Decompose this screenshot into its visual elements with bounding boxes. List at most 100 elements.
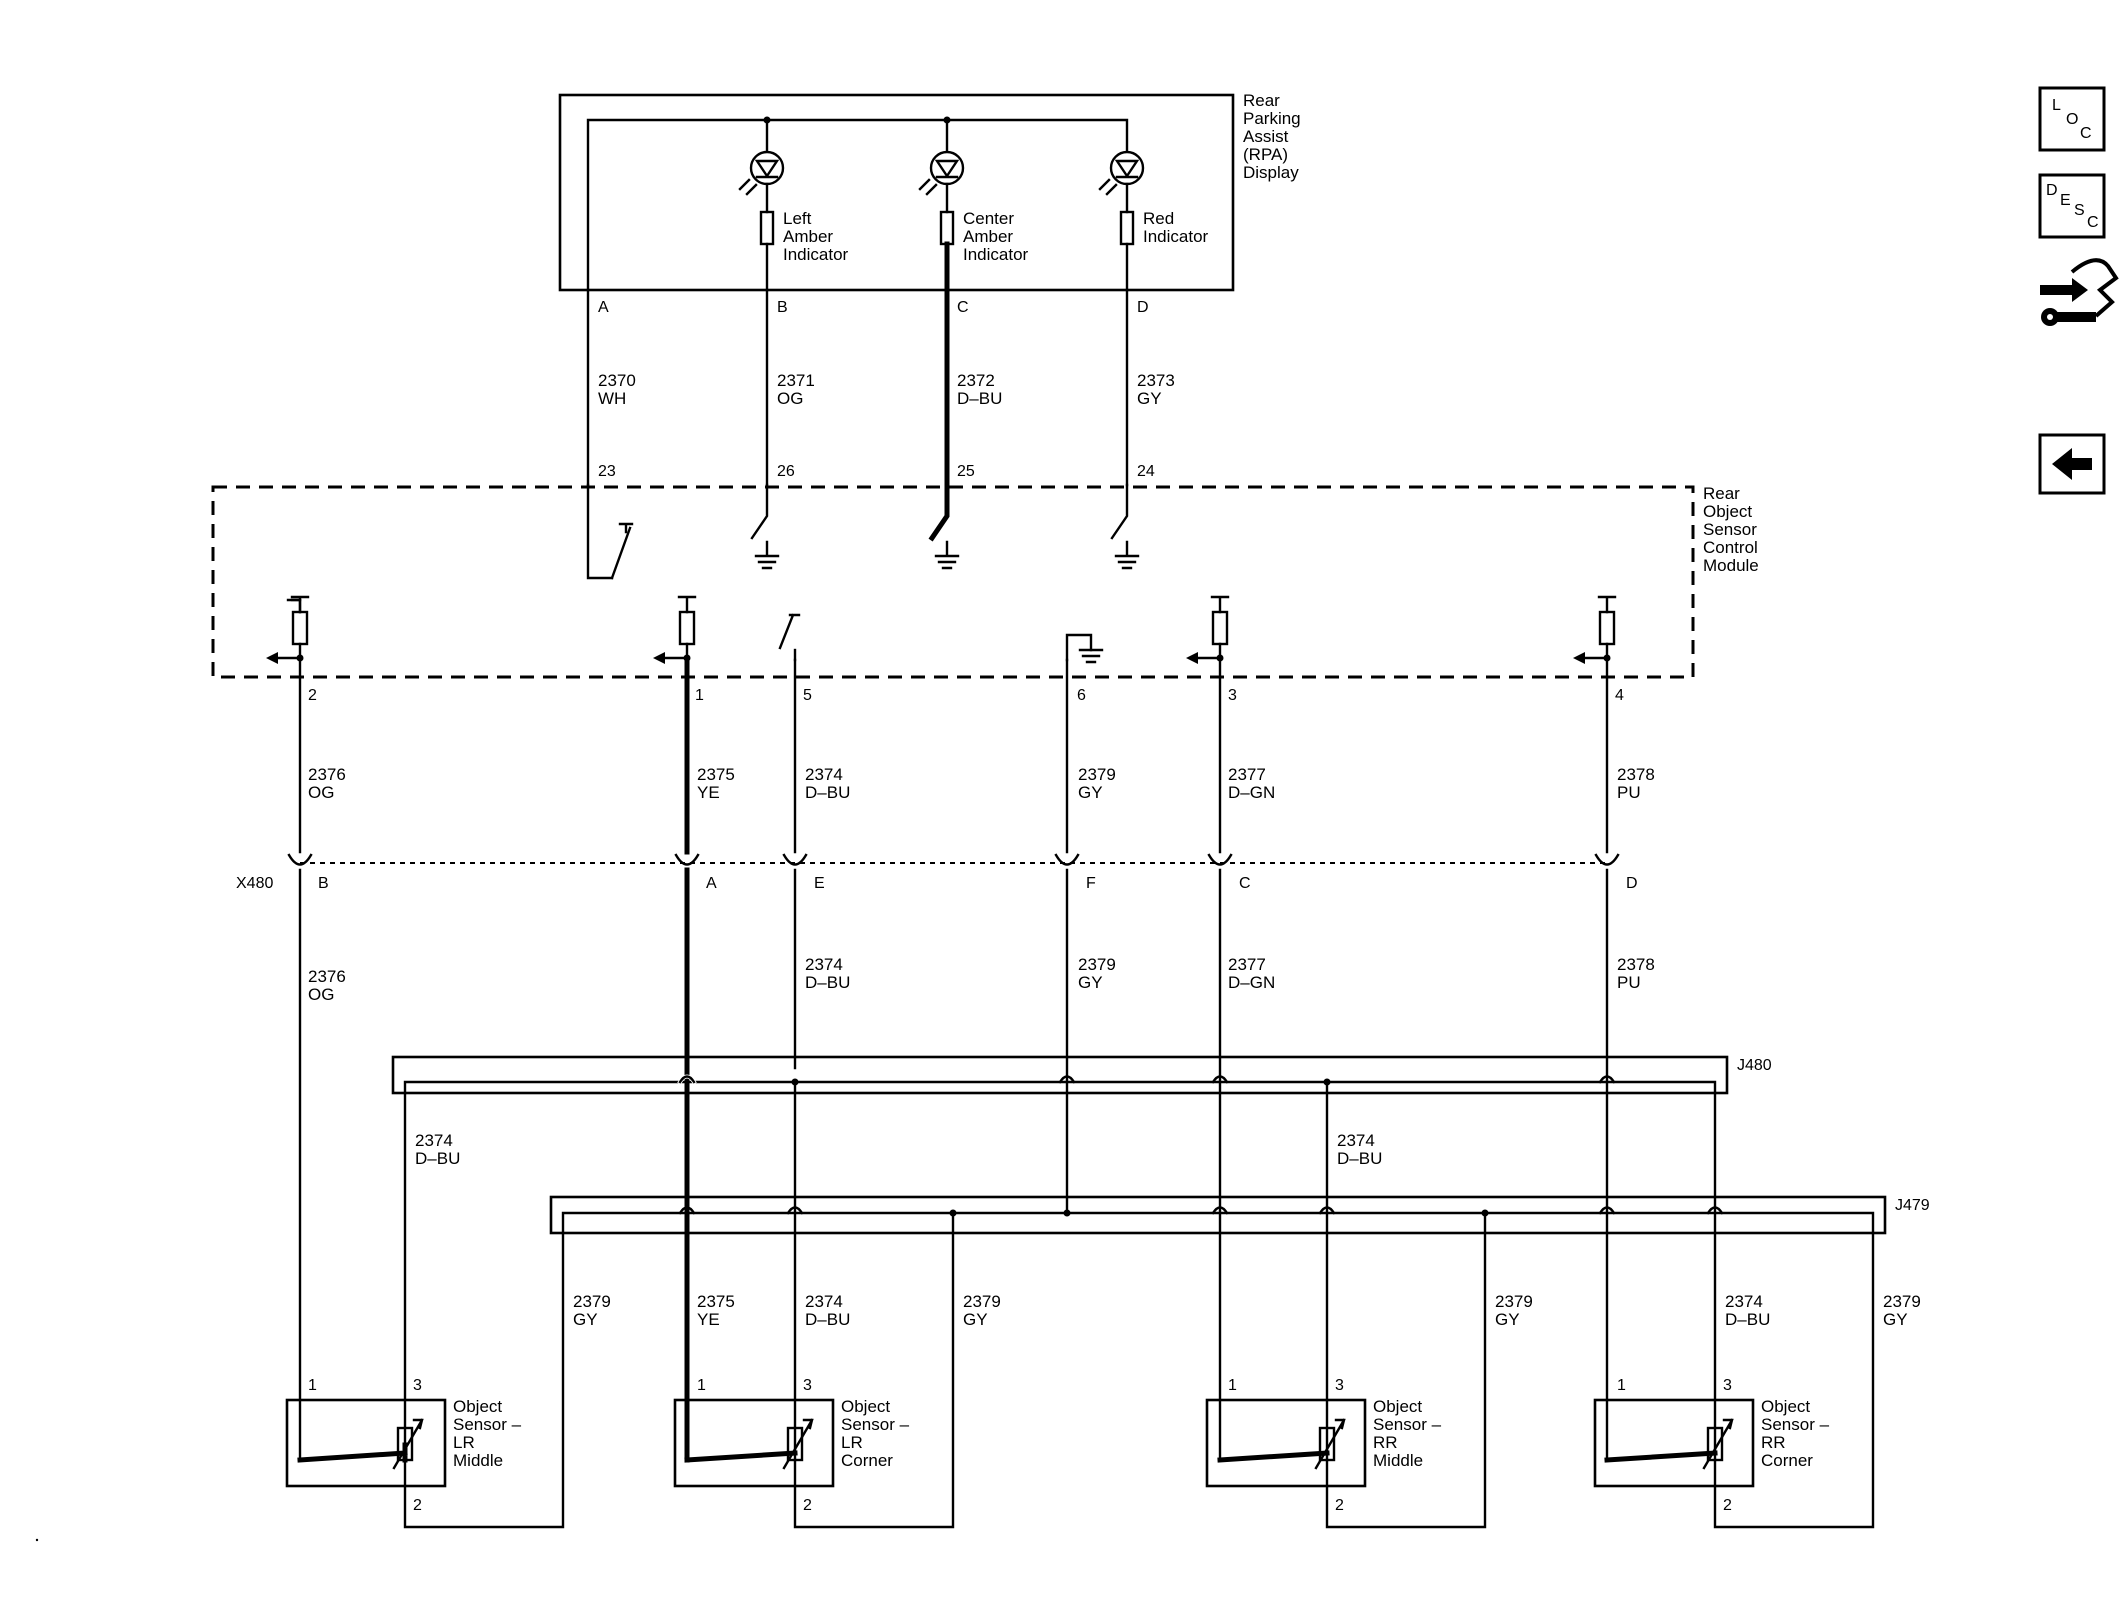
module-pin-3: 3 — [1228, 687, 1237, 704]
display-pin-c: C — [957, 299, 969, 316]
x480-pin-a: A — [706, 875, 717, 892]
splice-j480-label: J480 — [1737, 1057, 1772, 1074]
pullup-pin-2 — [266, 595, 310, 664]
location-view-icon: L — [2052, 97, 2061, 114]
svg-text:1: 1 — [1617, 1377, 1626, 1394]
module-pin-6: 6 — [1077, 687, 1086, 704]
control-module-boundary — [211, 485, 1695, 679]
description-view-button[interactable]: D E S C — [2038, 173, 2106, 239]
display-pin-b: B — [777, 299, 788, 316]
svg-text:1: 1 — [1228, 1377, 1237, 1394]
splice-j480: J480 — [391, 1055, 1772, 1095]
indicator-label-red: Red Indicator — [1143, 209, 1209, 246]
svg-text:3: 3 — [803, 1377, 812, 1394]
svg-text:2: 2 — [413, 1497, 422, 1514]
location-view-button[interactable]: L O C — [2038, 86, 2106, 152]
splice-j480-body — [391, 1055, 1729, 1095]
led-center-amber — [918, 150, 965, 293]
module-pin-1: 1 — [695, 687, 704, 704]
svg-text:C: C — [2080, 125, 2092, 142]
switch-pin-24 — [1110, 483, 1140, 570]
description-view-icon: D — [2046, 182, 2058, 199]
connector-x480: X480 B A E F C D — [236, 853, 1638, 892]
svg-text:1: 1 — [308, 1377, 317, 1394]
splice-j479-label: J479 — [1895, 1197, 1930, 1214]
switch-pin-25 — [928, 482, 960, 570]
pullup-pin-3 — [1186, 595, 1230, 664]
switch-pin-5 — [778, 613, 801, 662]
indicator-label-center: Center Amber Indicator — [963, 209, 1029, 264]
svg-text:3: 3 — [413, 1377, 422, 1394]
rpa-display-box — [558, 93, 1235, 292]
repair-connector-button[interactable] — [2040, 258, 2119, 326]
svg-text:E: E — [2060, 192, 2071, 209]
display-pin-a: A — [598, 299, 609, 316]
back-arrow-icon — [2052, 448, 2092, 480]
module-pin-2: 2 — [308, 687, 317, 704]
rpa-display: Rear Parking Assist (RPA) Display — [558, 91, 1305, 293]
module-pin-26: 26 — [777, 463, 795, 480]
connector-x480-label: X480 — [236, 875, 273, 892]
svg-text:O: O — [2066, 111, 2078, 128]
switch-pin-26 — [750, 483, 780, 570]
svg-text:3: 3 — [1335, 1377, 1344, 1394]
rpa-display-label: Rear Parking Assist (RPA) Display — [1243, 91, 1305, 182]
svg-text:2: 2 — [803, 1497, 812, 1514]
module-pin-4: 4 — [1615, 687, 1624, 704]
control-module: Rear Object Sensor Control Module — [211, 482, 1763, 679]
svg-text:2: 2 — [1335, 1497, 1344, 1514]
page-dot — [35, 1538, 39, 1542]
ground-pin-6 — [1065, 633, 1104, 664]
splice-j479: J479 — [549, 1195, 1930, 1235]
led-red — [1098, 150, 1145, 292]
x480-pin-f: F — [1086, 875, 1096, 892]
display-pin-d: D — [1137, 299, 1149, 316]
svg-text:2: 2 — [1723, 1497, 1732, 1514]
module-pin-25: 25 — [957, 463, 975, 480]
svg-text:1: 1 — [697, 1377, 706, 1394]
module-pin-23: 23 — [598, 463, 616, 480]
module-pin-5: 5 — [803, 687, 812, 704]
x480-pin-b: B — [318, 875, 329, 892]
repair-connector-icon — [2040, 258, 2119, 326]
svg-text:C: C — [2087, 214, 2099, 231]
pullup-pin-1 — [653, 595, 697, 664]
switch-pin-23 — [586, 483, 634, 580]
pullup-pin-4 — [1573, 595, 1617, 664]
control-module-label: Rear Object Sensor Control Module — [1703, 484, 1763, 575]
splice-j479-body — [549, 1195, 1887, 1235]
back-button[interactable] — [2038, 433, 2106, 495]
module-pin-24: 24 — [1137, 463, 1155, 480]
x480-pin-c: C — [1239, 875, 1251, 892]
x480-pin-d: D — [1626, 875, 1638, 892]
